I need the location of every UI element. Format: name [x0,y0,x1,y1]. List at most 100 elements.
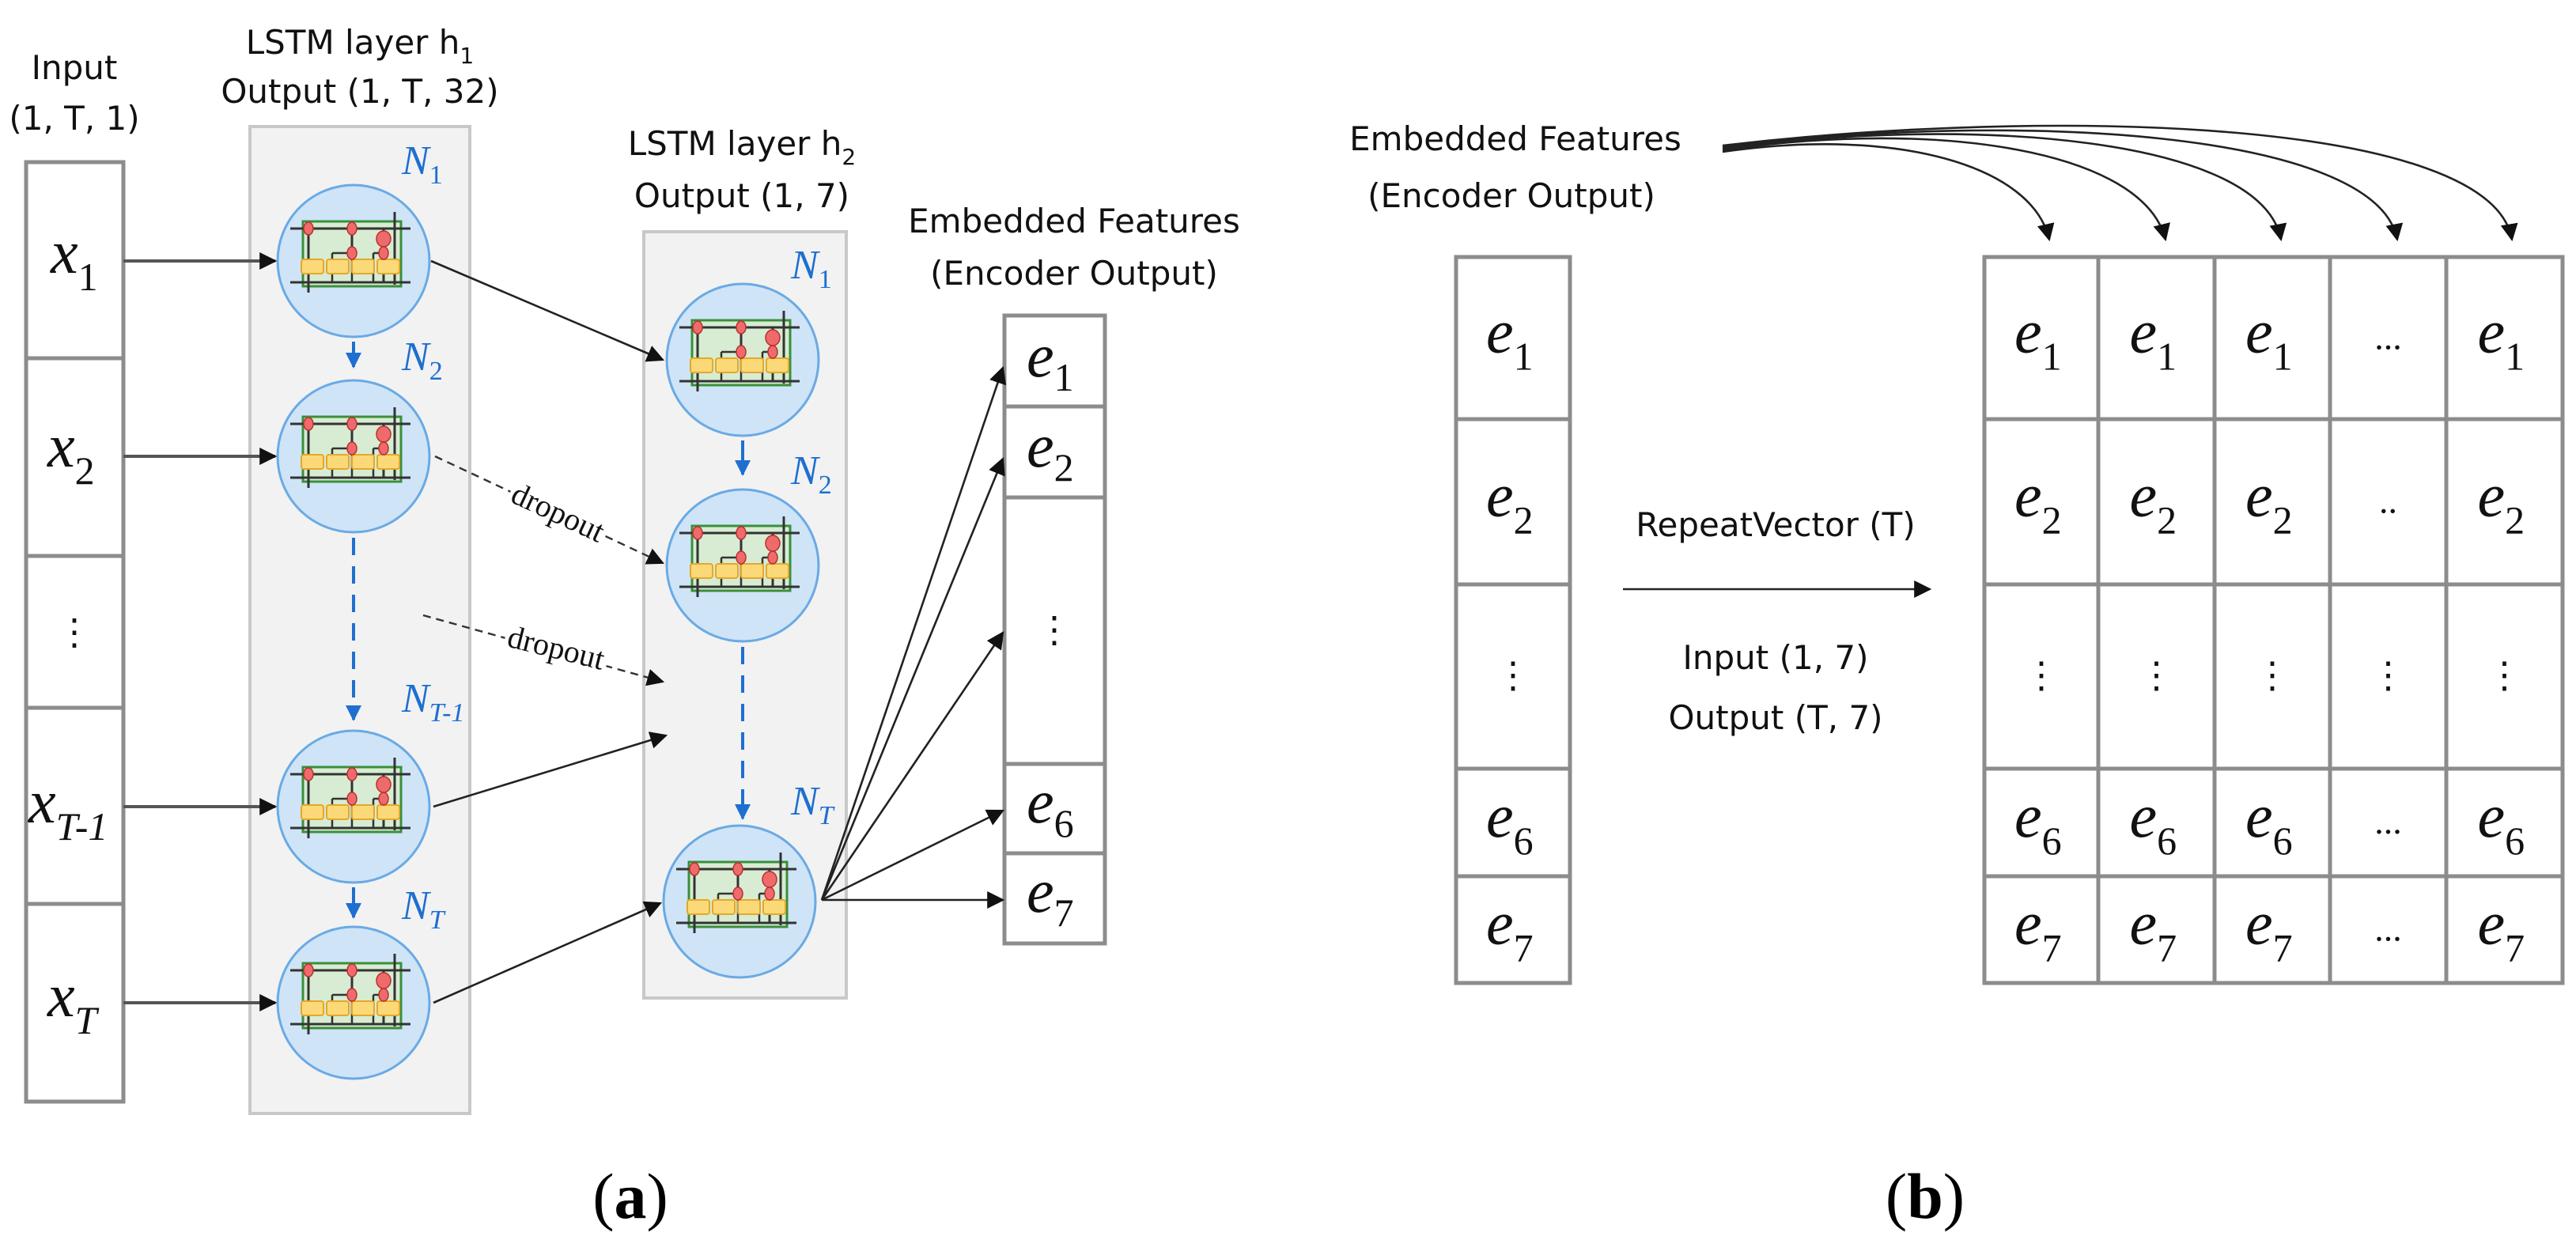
lstm1-node-t [276,925,431,1080]
matrix-cell [2444,417,2565,587]
matrix-cell [2212,255,2332,422]
input-shape: (1, T, 1) [9,99,139,138]
lstm2-node-2 [665,488,820,643]
encoder-cell-1 [1002,313,1107,409]
input-x2: x2 [47,411,95,493]
encoder-e6: e6 [1027,767,1074,845]
matrix-cell [2096,255,2217,422]
encoder-cell-dots [1002,495,1107,766]
matrix-cell-text-r5-c4: ... [2374,909,2402,949]
encoder-e1: e1 [1027,321,1074,399]
matrix-cell-text-r4-c3: e6 [2245,781,2293,863]
matrix-cell-text-r4-c1: e6 [2014,781,2062,863]
lstm1-node-t-minus-1 [276,729,431,884]
broadcast-arrows [1722,124,2518,242]
source-title: Embedded Features [1349,119,1681,158]
vector-cell-text-1: e1 [1486,297,1534,379]
matrix-cell-text-r3-c5: ⋮ [2487,656,2523,696]
encoder-cell-2 [1002,404,1107,500]
matrix-cell-text-r3-c1: ⋮ [2023,656,2060,696]
matrix-cell-text-r2-c3: e2 [2245,461,2293,542]
fanout-arrow-e1 [820,365,1007,901]
lstm2-node-2-label: N2 [790,448,832,500]
dropout-label-2: dropout [504,618,608,677]
lstm2-node-t-label: NT [790,779,835,830]
matrix-cell [2444,582,2565,771]
input-title: Input [32,48,118,87]
matrix-cell [2096,582,2217,771]
vector-cell-7 [1454,874,1572,985]
matrix-cell-text-r5-c3: e7 [2245,889,2293,970]
matrix-cell [2444,766,2565,879]
matrix-cell-text-r2-c1: e2 [2014,461,2062,542]
broadcast-arrow-2 [1722,137,2170,242]
repeatvector-input-shape: Input (1, 7) [1682,638,1868,677]
input-cell-t [24,902,126,1104]
lstm2-node-1-label: N1 [790,243,832,294]
lstm1-node-t-minus-1-label: NT-1 [401,676,464,728]
lstm1-output-shape: Output (1, T, 32) [221,72,498,111]
matrix-cell-text-r3-c4: ⋮ [2370,656,2407,696]
input-cell-2 [24,356,126,558]
lstm2-node-1 [665,282,820,437]
fanout-arrow-dots [820,631,1004,901]
matrix-cell-text-r1-c4: ... [2374,317,2402,357]
repeatvector-output-shape: Output (T, 7) [1668,698,1882,737]
matrix-cell-text-r4-c5: e6 [2478,781,2525,863]
matrix-cell-text-r2-c2: e2 [2130,461,2177,542]
lstm1-node-1-label: N1 [401,138,443,190]
broadcast-arrow-3 [1722,133,2287,242]
source-subtitle: (Encoder Output) [1367,176,1655,215]
matrix-cell-text-r3-c2: ⋮ [2139,656,2175,696]
input-ellipsis: ⋮ [56,612,93,652]
vector-cell-text-4: e6 [1486,781,1534,863]
matrix-cell [2212,766,2332,879]
caption-b: (b) [1886,1160,1965,1232]
matrix-cell [2212,874,2332,985]
matrix-cell-text-r3-c3: ⋮ [2254,656,2290,696]
broadcast-arrow-4 [1722,129,2404,242]
dropout-arrow-1 [434,455,664,565]
vector-cell-1 [1454,255,1572,422]
lstm1-title: LSTM layer h1 [246,23,474,69]
fanout-arrow-e6 [821,809,1004,902]
encoder-subtitle: (Encoder Output) [930,254,1218,293]
lstm2-node-t [662,824,817,979]
matrix-cell-text-r4-c2: e6 [2130,781,2177,863]
fanout-arrow-e2 [820,456,1005,901]
panel-b: Embedded Features (Encoder Output) e1 e2 ⋮… [1349,119,2565,1232]
input-x-t-minus-1: xT-1 [28,767,108,849]
matrix-cell [2328,874,2449,985]
matrix-cell-text-r1-c2: e1 [2130,297,2177,379]
matrix-cell-text-r5-c1: e7 [2014,889,2062,970]
encoder-e2: e2 [1027,411,1074,490]
matrix-cell-text-r1-c1: e1 [2014,297,2062,379]
input-sequence-column: x1 x2 ⋮ xT-1 xT [24,160,126,1104]
lstm2-output-shape: Output (1, 7) [634,176,849,215]
lstm1-node-1 [276,183,431,338]
broadcast-arrow-5 [1722,124,2518,242]
encoder-e7: e7 [1027,856,1074,935]
matrix-cell-text-r5-c2: e7 [2130,889,2177,970]
encoder-output-column: e1 e2 ⋮ e6 e7 [1002,313,1107,946]
repeatvector-label: RepeatVector (T) [1636,505,1915,544]
vector-cell-text-2: e2 [1486,461,1534,542]
matrix-cell-text-r5-c5: e7 [2478,889,2525,970]
source-vector-column [1454,255,1572,985]
lstm2-title: LSTM layer h2 [628,124,856,170]
matrix-cell-text-r1-c5: e1 [2478,297,2525,379]
encoder-title: Embedded Features [908,202,1240,240]
matrix-cell [1982,874,2101,985]
dropout-arrow-2 [422,614,665,686]
caption-a: (a) [592,1160,668,1232]
h1-n1-to-h2-n1-arrow [430,259,665,362]
matrix-cell [2096,766,2217,879]
matrix-cell [2328,417,2449,587]
matrix-cell [2444,874,2565,985]
h1-nt-to-h2-nt-arrow [433,901,663,1004]
vector-cell-text-5: e7 [1486,889,1534,970]
lstm1-node-t-label: NT [401,883,446,935]
